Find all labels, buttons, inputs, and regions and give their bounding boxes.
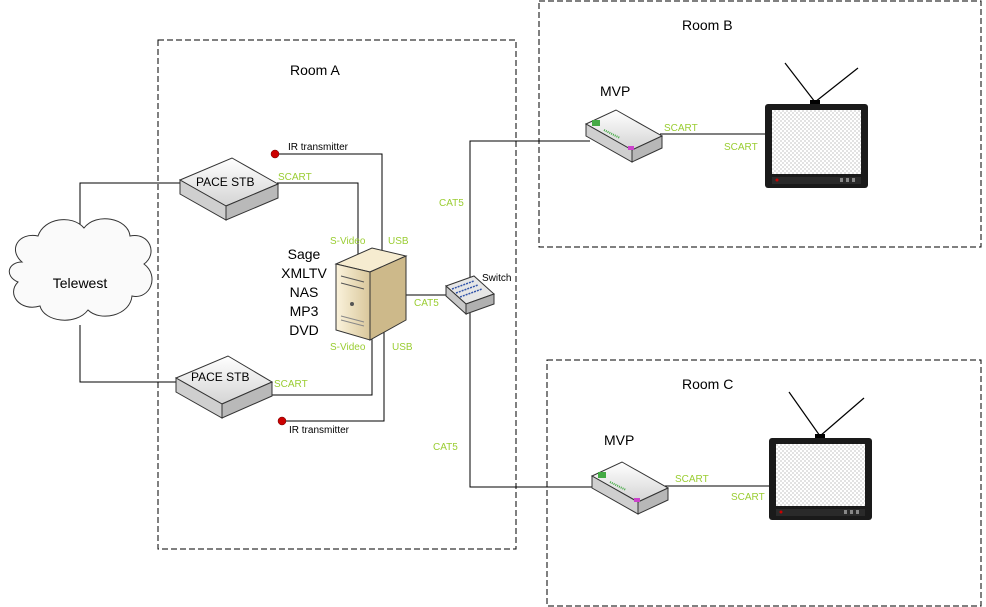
- stb-bottom-scart-label: SCART: [274, 379, 308, 390]
- mvp-room-c: MVP SCART: [590, 432, 709, 515]
- room-b-border: [538, 0, 982, 248]
- ir-top-label: IR transmitter: [288, 142, 349, 153]
- stb-bottom-label: PACE STB: [191, 370, 249, 384]
- ir-transmitter-bottom: IR transmitter: [277, 416, 350, 436]
- server: Sage XMLTV NAS MP3 DVD S-Video USB S-Vid…: [281, 236, 439, 353]
- ir-dot-icon: [270, 149, 280, 159]
- mvp-c-label: MVP: [604, 432, 634, 448]
- set-top-box-icon: [174, 355, 274, 419]
- mvp-b-label: MVP: [600, 83, 630, 99]
- telewest-label: Telewest: [53, 275, 108, 291]
- tv-b-scart-label: SCART: [724, 142, 758, 153]
- server-line-5: DVD: [289, 322, 319, 338]
- wire-ir-top: [277, 153, 383, 252]
- set-top-box-icon: [178, 157, 280, 221]
- mvp-device-icon: [584, 109, 664, 163]
- wire-cat5-room-c: [469, 308, 598, 488]
- mvp-device-icon: [590, 461, 670, 515]
- stb-top-label: PACE STB: [196, 175, 254, 189]
- server-line-3: NAS: [290, 284, 319, 300]
- ir-dot-icon: [277, 416, 287, 426]
- wire-ir-bottom: [283, 330, 385, 422]
- wires: [79, 133, 772, 488]
- switch-icon: [445, 275, 495, 316]
- wire-telewest-stb-top: [79, 182, 182, 240]
- television-icon: [765, 62, 868, 188]
- svideo-top-label: S-Video: [330, 236, 366, 247]
- stb-top-scart-label: SCART: [278, 172, 312, 183]
- ir-transmitter-top: IR transmitter: [270, 142, 349, 159]
- room-c-border: [546, 359, 982, 607]
- mvp-b-scart-label: SCART: [664, 123, 698, 134]
- pace-stb-bottom: PACE STB SCART: [174, 355, 308, 419]
- room-c: Room C: [546, 359, 982, 607]
- server-line-2: XMLTV: [281, 265, 327, 281]
- server-tower-icon: [334, 247, 408, 341]
- pace-stb-top: PACE STB SCART: [178, 157, 312, 221]
- svideo-bottom-label: S-Video: [330, 342, 366, 353]
- wire-scart-bottom: [270, 330, 373, 396]
- room-c-label: Room C: [682, 376, 733, 392]
- room-b: Room B: [538, 0, 982, 248]
- room-a: Room A: [157, 39, 517, 550]
- tv-room-b: SCART: [724, 62, 868, 188]
- cloud-icon: [8, 218, 153, 321]
- tv-room-c: SCART: [731, 391, 872, 520]
- cat5-bottom-label: CAT5: [433, 442, 458, 453]
- tv-c-scart-label: SCART: [731, 492, 765, 503]
- server-cat5-label: CAT5: [414, 298, 439, 309]
- room-a-border: [157, 39, 517, 550]
- network-switch: Switch CAT5 CAT5: [433, 198, 511, 453]
- room-b-label: Room B: [682, 17, 733, 33]
- mvp-room-b: MVP SCART: [584, 83, 698, 163]
- usb-top-label: USB: [388, 236, 409, 247]
- television-icon: [769, 391, 872, 520]
- wire-cat5-room-b: [469, 140, 590, 290]
- room-a-label: Room A: [290, 62, 340, 78]
- ir-bottom-label: IR transmitter: [289, 425, 350, 436]
- wire-telewest-stb-bottom: [79, 325, 178, 383]
- server-line-4: MP3: [290, 303, 319, 319]
- switch-label: Switch: [482, 273, 511, 284]
- mvp-c-scart-label: SCART: [675, 474, 709, 485]
- server-line-1: Sage: [288, 246, 321, 262]
- usb-bottom-label: USB: [392, 342, 413, 353]
- telewest-cloud: Telewest: [8, 218, 153, 321]
- cat5-top-label: CAT5: [439, 198, 464, 209]
- wire-scart-top: [277, 182, 359, 256]
